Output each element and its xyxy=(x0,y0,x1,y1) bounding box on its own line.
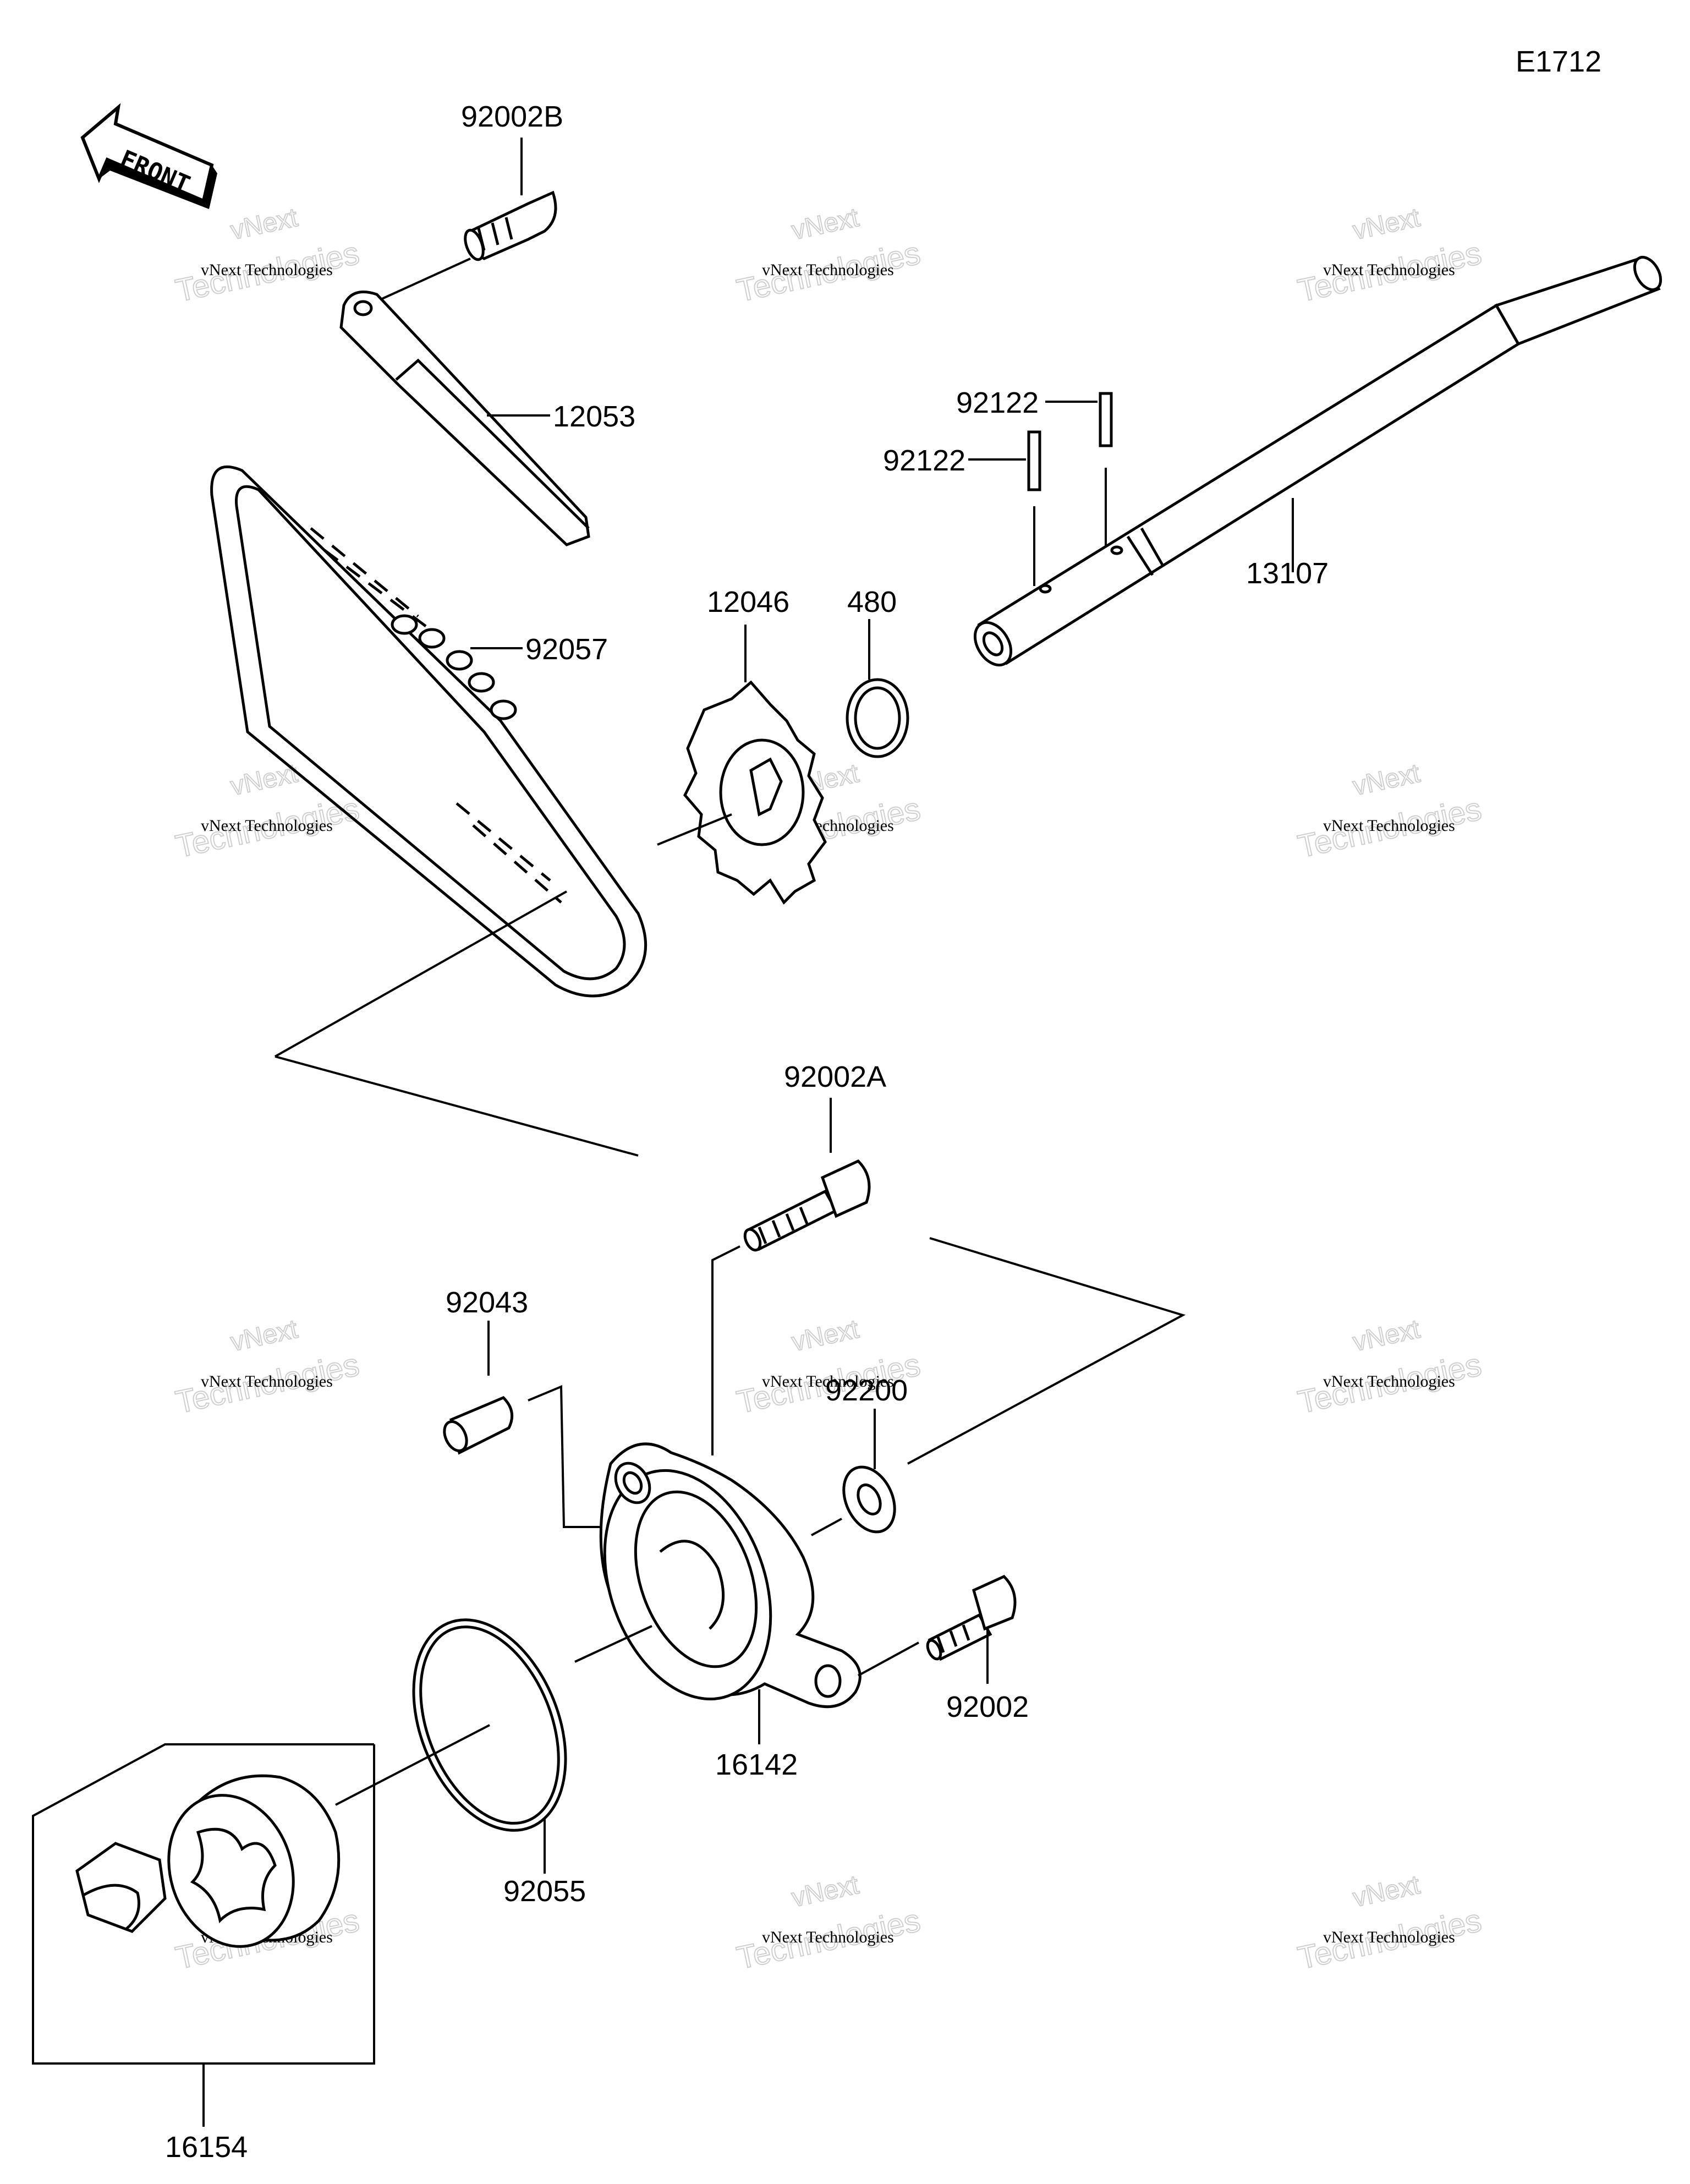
rotor-set-16154 xyxy=(32,1743,375,2127)
label-92043: 92043 xyxy=(446,1286,528,1319)
svg-text:vNext Technologies: vNext Technologies xyxy=(1323,1372,1455,1391)
svg-text:vNext Technologies: vNext Technologies xyxy=(762,261,894,279)
sprocket-12046 xyxy=(657,625,827,905)
label-92057: 92057 xyxy=(525,633,608,666)
svg-text:vNext Technologies: vNext Technologies xyxy=(1323,261,1455,279)
bolt-92002A xyxy=(711,1098,871,1455)
chain-guide-12053 xyxy=(339,291,590,546)
housing-16142 xyxy=(574,1442,862,1744)
shaft-13107 xyxy=(973,256,1662,667)
diagram-code: E1712 xyxy=(1516,45,1601,78)
label-92122-b: 92122 xyxy=(956,386,1039,419)
svg-text:vNext: vNext xyxy=(1350,1870,1422,1913)
svg-text:vNext Technologies: vNext Technologies xyxy=(201,817,333,835)
label-16142: 16142 xyxy=(715,1748,798,1781)
label-92002A: 92002A xyxy=(784,1060,886,1093)
svg-text:vNext Technologies: vNext Technologies xyxy=(201,1372,333,1391)
washer-92200 xyxy=(811,1409,896,1536)
label-92122-a: 92122 xyxy=(883,444,965,477)
front-arrow-icon: FRONT xyxy=(80,103,217,209)
svg-text:vNext: vNext xyxy=(1350,1315,1422,1357)
dowel-92043 xyxy=(443,1321,611,1528)
svg-text:vNext: vNext xyxy=(1350,203,1422,245)
svg-text:vNext: vNext xyxy=(789,203,861,245)
o-ring-92055 xyxy=(335,1618,567,1874)
pin-92122-a xyxy=(968,430,1041,586)
label-92002: 92002 xyxy=(946,1690,1029,1723)
label-13107: 13107 xyxy=(1246,557,1329,590)
svg-text:vNext: vNext xyxy=(789,1315,861,1357)
svg-text:vNext: vNext xyxy=(789,1870,861,1913)
bolt-92002 xyxy=(858,1575,1017,1684)
label-12046: 12046 xyxy=(707,585,789,618)
svg-text:vNext Technologies: vNext Technologies xyxy=(1323,817,1455,835)
svg-text:vNext: vNext xyxy=(228,203,300,245)
label-92055: 92055 xyxy=(503,1875,586,1908)
label-12053: 12053 xyxy=(553,400,635,433)
pin-92122-b xyxy=(1045,392,1113,548)
svg-text:vNext Technologies: vNext Technologies xyxy=(762,1372,894,1391)
drive-chain-92057 xyxy=(210,465,648,1058)
label-92002B: 92002B xyxy=(461,100,563,133)
label-92200: 92200 xyxy=(825,1374,908,1407)
bolt-92002B xyxy=(379,138,557,301)
svg-text:vNext Technologies: vNext Technologies xyxy=(1323,1928,1455,1946)
label-16154: 16154 xyxy=(165,2131,248,2164)
assembly-lines xyxy=(275,1055,1186,1465)
svg-text:vNext: vNext xyxy=(1350,759,1422,801)
label-480: 480 xyxy=(847,585,897,618)
circlip-480 xyxy=(846,619,909,758)
svg-text:vNext: vNext xyxy=(228,1315,300,1357)
svg-text:vNext Technologies: vNext Technologies xyxy=(201,261,333,279)
svg-text:vNext Technologies: vNext Technologies xyxy=(762,1928,894,1946)
